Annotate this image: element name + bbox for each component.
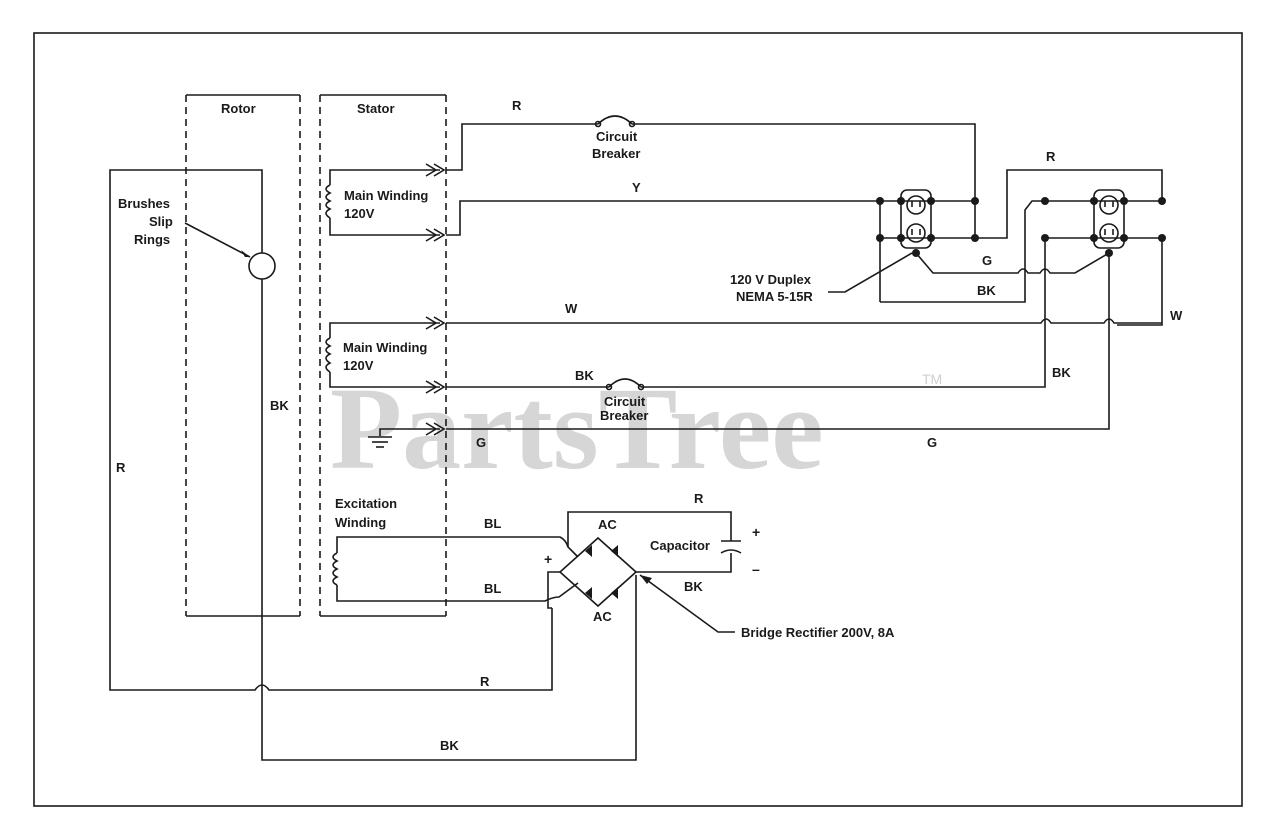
wire-label-bk-breaker: BK [575, 368, 594, 383]
wire-r-left [109, 169, 553, 691]
main-winding-2-label: Main Winding [343, 340, 427, 355]
circuit-breaker-bottom-label-1: Circuit [604, 394, 646, 409]
wire-bk-rotor [261, 286, 637, 761]
outlet-callout-line [828, 252, 913, 293]
outlet-2 [1041, 189, 1166, 257]
wire-bl-bottom [446, 582, 579, 602]
main-winding-2-voltage: 120V [343, 358, 374, 373]
wire-bk-breaker [446, 238, 1046, 388]
wire-label-r-bottom: R [480, 674, 490, 689]
outlet-label-2: NEMA 5-15R [736, 289, 813, 304]
wire-bk-outlet [880, 200, 1045, 303]
wire-r-right [975, 169, 1163, 239]
main-winding-1-voltage: 120V [344, 206, 375, 221]
stator-label: Stator [357, 101, 395, 116]
excitation-label-1: Excitation [335, 496, 397, 511]
circuit-breaker-bottom [608, 378, 642, 388]
brushes-label: Brushes [118, 196, 170, 211]
stator-block: Stator [319, 94, 447, 617]
bridge-rectifier [547, 536, 638, 609]
wire-label-bk-rotor: BK [270, 398, 289, 413]
excitation-label-2: Winding [335, 515, 386, 530]
wire-label-y: Y [632, 180, 641, 195]
wire-label-r-left: R [116, 460, 126, 475]
rectifier-callout-label: Bridge Rectifier 200V, 8A [741, 625, 895, 640]
wire-label-bk-cap: BK [684, 579, 703, 594]
wire-label-g-outlet: G [982, 253, 992, 268]
wire-label-bl-top: BL [484, 516, 501, 531]
circuit-breaker-bottom-label-2: Breaker [600, 408, 648, 423]
wire-label-g-right: G [927, 435, 937, 450]
rings-label: Rings [134, 232, 170, 247]
circuit-breaker-top-label-1: Circuit [596, 129, 638, 144]
diagram-border [33, 32, 1243, 807]
wire-bl-top [446, 536, 579, 558]
wire-label-bl-bottom: BL [484, 581, 501, 596]
slip-ring-symbol [184, 222, 276, 286]
capacitor-symbol [720, 540, 742, 554]
rectifier-ac-bottom: AC [593, 609, 612, 624]
wire-label-r-cap: R [694, 491, 704, 506]
wire-label-bk-right: BK [1052, 365, 1071, 380]
wire-g-ground [446, 253, 1110, 430]
main-winding-1-label: Main Winding [344, 188, 428, 203]
capacitor-label: Capacitor [650, 538, 710, 553]
wire-label-w-mid: W [565, 301, 578, 316]
main-winding-1 [325, 163, 446, 242]
excitation-winding [332, 536, 446, 602]
capacitor-plus: + [752, 524, 760, 540]
ground-symbol [368, 422, 446, 448]
wire-label-g-ground: G [476, 435, 486, 450]
outlet-1 [876, 189, 979, 302]
wire-g-outlets [915, 252, 1110, 274]
wire-w [446, 318, 1162, 324]
rectifier-callout-line [639, 574, 735, 633]
wire-bk-cap [636, 553, 732, 573]
wire-label-bk-bottom: BK [440, 738, 459, 753]
watermark-tm: TM [922, 371, 942, 387]
outlet-label-1: 120 V Duplex [730, 272, 812, 287]
rotor-block: Rotor [185, 94, 301, 617]
wire-label-r-top: R [512, 98, 522, 113]
wire-r-top [446, 123, 976, 238]
wire-label-bk-outlet: BK [977, 283, 996, 298]
rectifier-ac-top: AC [598, 517, 617, 532]
wire-label-w-right: W [1170, 308, 1183, 323]
rotor-label: Rotor [221, 101, 256, 116]
wire-link-outlets [1117, 238, 1163, 326]
wire-label-r-right: R [1046, 149, 1056, 164]
capacitor-minus: – [752, 561, 760, 577]
wire-y [446, 200, 880, 236]
main-winding-2 [325, 316, 446, 394]
circuit-breaker-top [597, 115, 633, 125]
rectifier-plus: + [544, 551, 552, 567]
circuit-breaker-top-label-2: Breaker [592, 146, 640, 161]
slip-label: Slip [149, 214, 173, 229]
wire-r-cap [567, 511, 732, 547]
